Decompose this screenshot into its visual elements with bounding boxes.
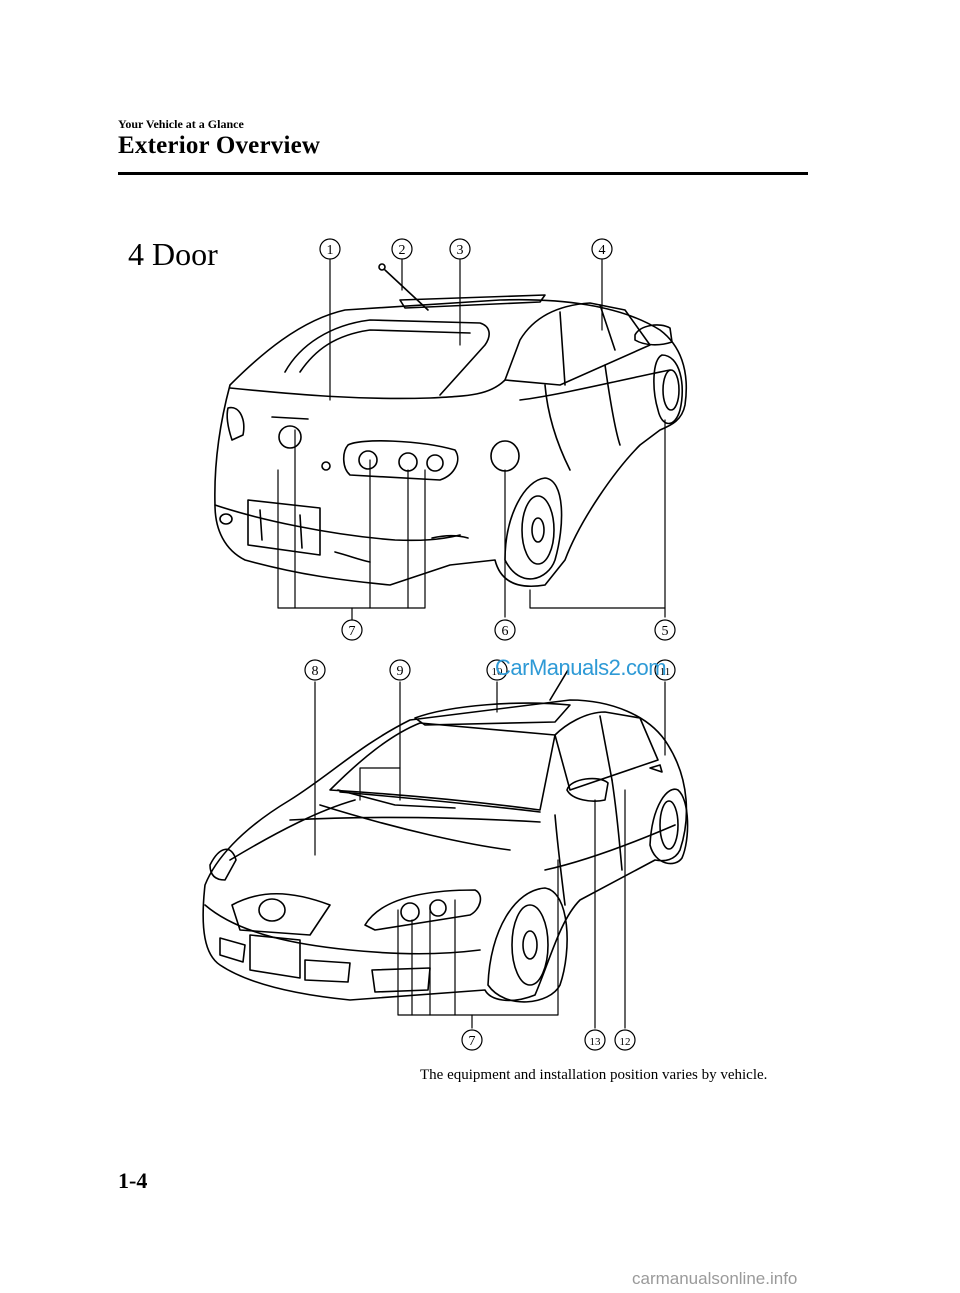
- title-rule: [118, 172, 808, 175]
- callout-10-label: 10: [492, 666, 504, 678]
- callout-2: 2: [391, 238, 413, 260]
- callout-4: 4: [591, 238, 613, 260]
- callout-7-rear-label: 7: [349, 624, 356, 639]
- callout-6-label: 6: [502, 624, 509, 639]
- callout-13-label: 13: [590, 1036, 602, 1048]
- callout-8-label: 8: [312, 664, 319, 679]
- page-number: 1-4: [118, 1168, 148, 1193]
- callout-1: 1: [319, 238, 341, 260]
- callout-8: 8: [304, 659, 326, 681]
- callout-12-label: 12: [620, 1036, 631, 1048]
- rear-callouts: 1 2 3 4 5 6 7: [319, 238, 676, 641]
- front-callouts: 8 9 10 11 12 13 7: [304, 659, 676, 1051]
- callout-5-label: 5: [662, 624, 669, 639]
- callout-3: 3: [449, 238, 471, 260]
- callout-9: 9: [389, 659, 411, 681]
- figure-caption: The equipment and installation position …: [420, 1067, 768, 1083]
- callout-3-label: 3: [457, 243, 464, 258]
- callout-1-label: 1: [327, 243, 334, 258]
- door-label: 4 Door: [128, 236, 218, 272]
- callout-13: 13: [584, 1029, 606, 1051]
- callout-7-front-label: 7: [469, 1034, 476, 1049]
- watermark-top: CarManuals2.com: [495, 655, 667, 680]
- section-label: Your Vehicle at a Glance: [118, 117, 244, 131]
- callout-5: 5: [654, 619, 676, 641]
- callout-2-label: 2: [399, 243, 406, 258]
- callout-7-rear: 7: [341, 619, 363, 641]
- callout-9-label: 9: [397, 664, 404, 679]
- callout-11: 11: [654, 659, 676, 681]
- callout-10: 10: [486, 659, 508, 681]
- front-callout-leaders: [314, 681, 666, 1029]
- callout-4-label: 4: [599, 243, 606, 258]
- page-title: Exterior Overview: [118, 132, 321, 159]
- front-car-illustration: [202, 669, 689, 1003]
- rear-car-illustration: [214, 263, 688, 587]
- callout-7-front: 7: [461, 1029, 483, 1051]
- callout-6: 6: [494, 619, 516, 641]
- callout-11-label: 11: [660, 666, 671, 678]
- rear-callout-leaders: [277, 259, 666, 621]
- watermark-bottom: carmanualsonline.info: [632, 1269, 798, 1288]
- callout-12: 12: [614, 1029, 636, 1051]
